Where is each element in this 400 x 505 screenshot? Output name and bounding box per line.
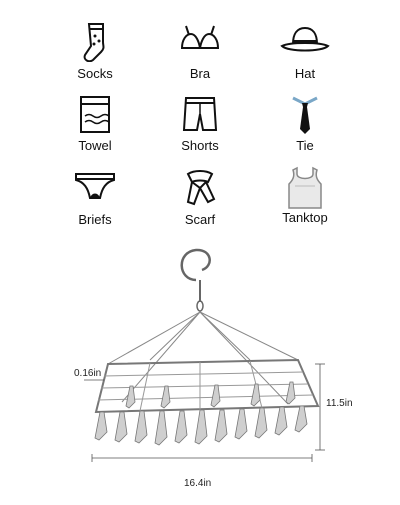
icon-label: Towel xyxy=(78,138,112,153)
width-label: 16.4in xyxy=(184,478,212,489)
icon-label: Briefs xyxy=(78,212,112,227)
tanktop-icon xyxy=(288,166,322,209)
towel-icon xyxy=(80,96,110,133)
tanktop-item: Tanktop xyxy=(250,166,360,236)
scarf-item: Scarf xyxy=(145,168,255,238)
icon-label: Tie xyxy=(296,138,314,153)
bra-icon xyxy=(180,25,220,49)
briefs-item: Briefs xyxy=(40,168,150,238)
icon-label: Socks xyxy=(77,66,113,81)
towel-item: Towel xyxy=(40,94,150,164)
scarf-icon xyxy=(186,170,216,206)
drying-rack-illustration xyxy=(84,248,325,462)
drying-rack-image: 0.16in 11.5in 16.4in xyxy=(0,236,400,500)
bra-item: Bra xyxy=(145,22,255,92)
icon-label: Shorts xyxy=(181,138,219,153)
tie-icon xyxy=(292,96,318,134)
icon-label: Bra xyxy=(189,66,211,81)
icon-label: Scarf xyxy=(184,212,216,227)
tie-item: Tie xyxy=(250,94,360,164)
icon-label: Hat xyxy=(294,66,316,81)
sock-icon xyxy=(83,23,105,62)
height-label: 11.5in xyxy=(326,398,353,409)
shorts-item: Shorts xyxy=(145,94,255,164)
wire-diameter-label: 0.16in xyxy=(74,368,102,379)
shorts-icon xyxy=(182,97,218,131)
socks-item: Socks xyxy=(40,22,150,92)
briefs-icon xyxy=(75,173,115,199)
hat-icon xyxy=(280,26,330,52)
clothing-icon-grid: Socks Bra Hat Towel Sh xyxy=(0,0,400,240)
icon-label: Tanktop xyxy=(282,210,328,225)
hat-item: Hat xyxy=(250,22,360,92)
